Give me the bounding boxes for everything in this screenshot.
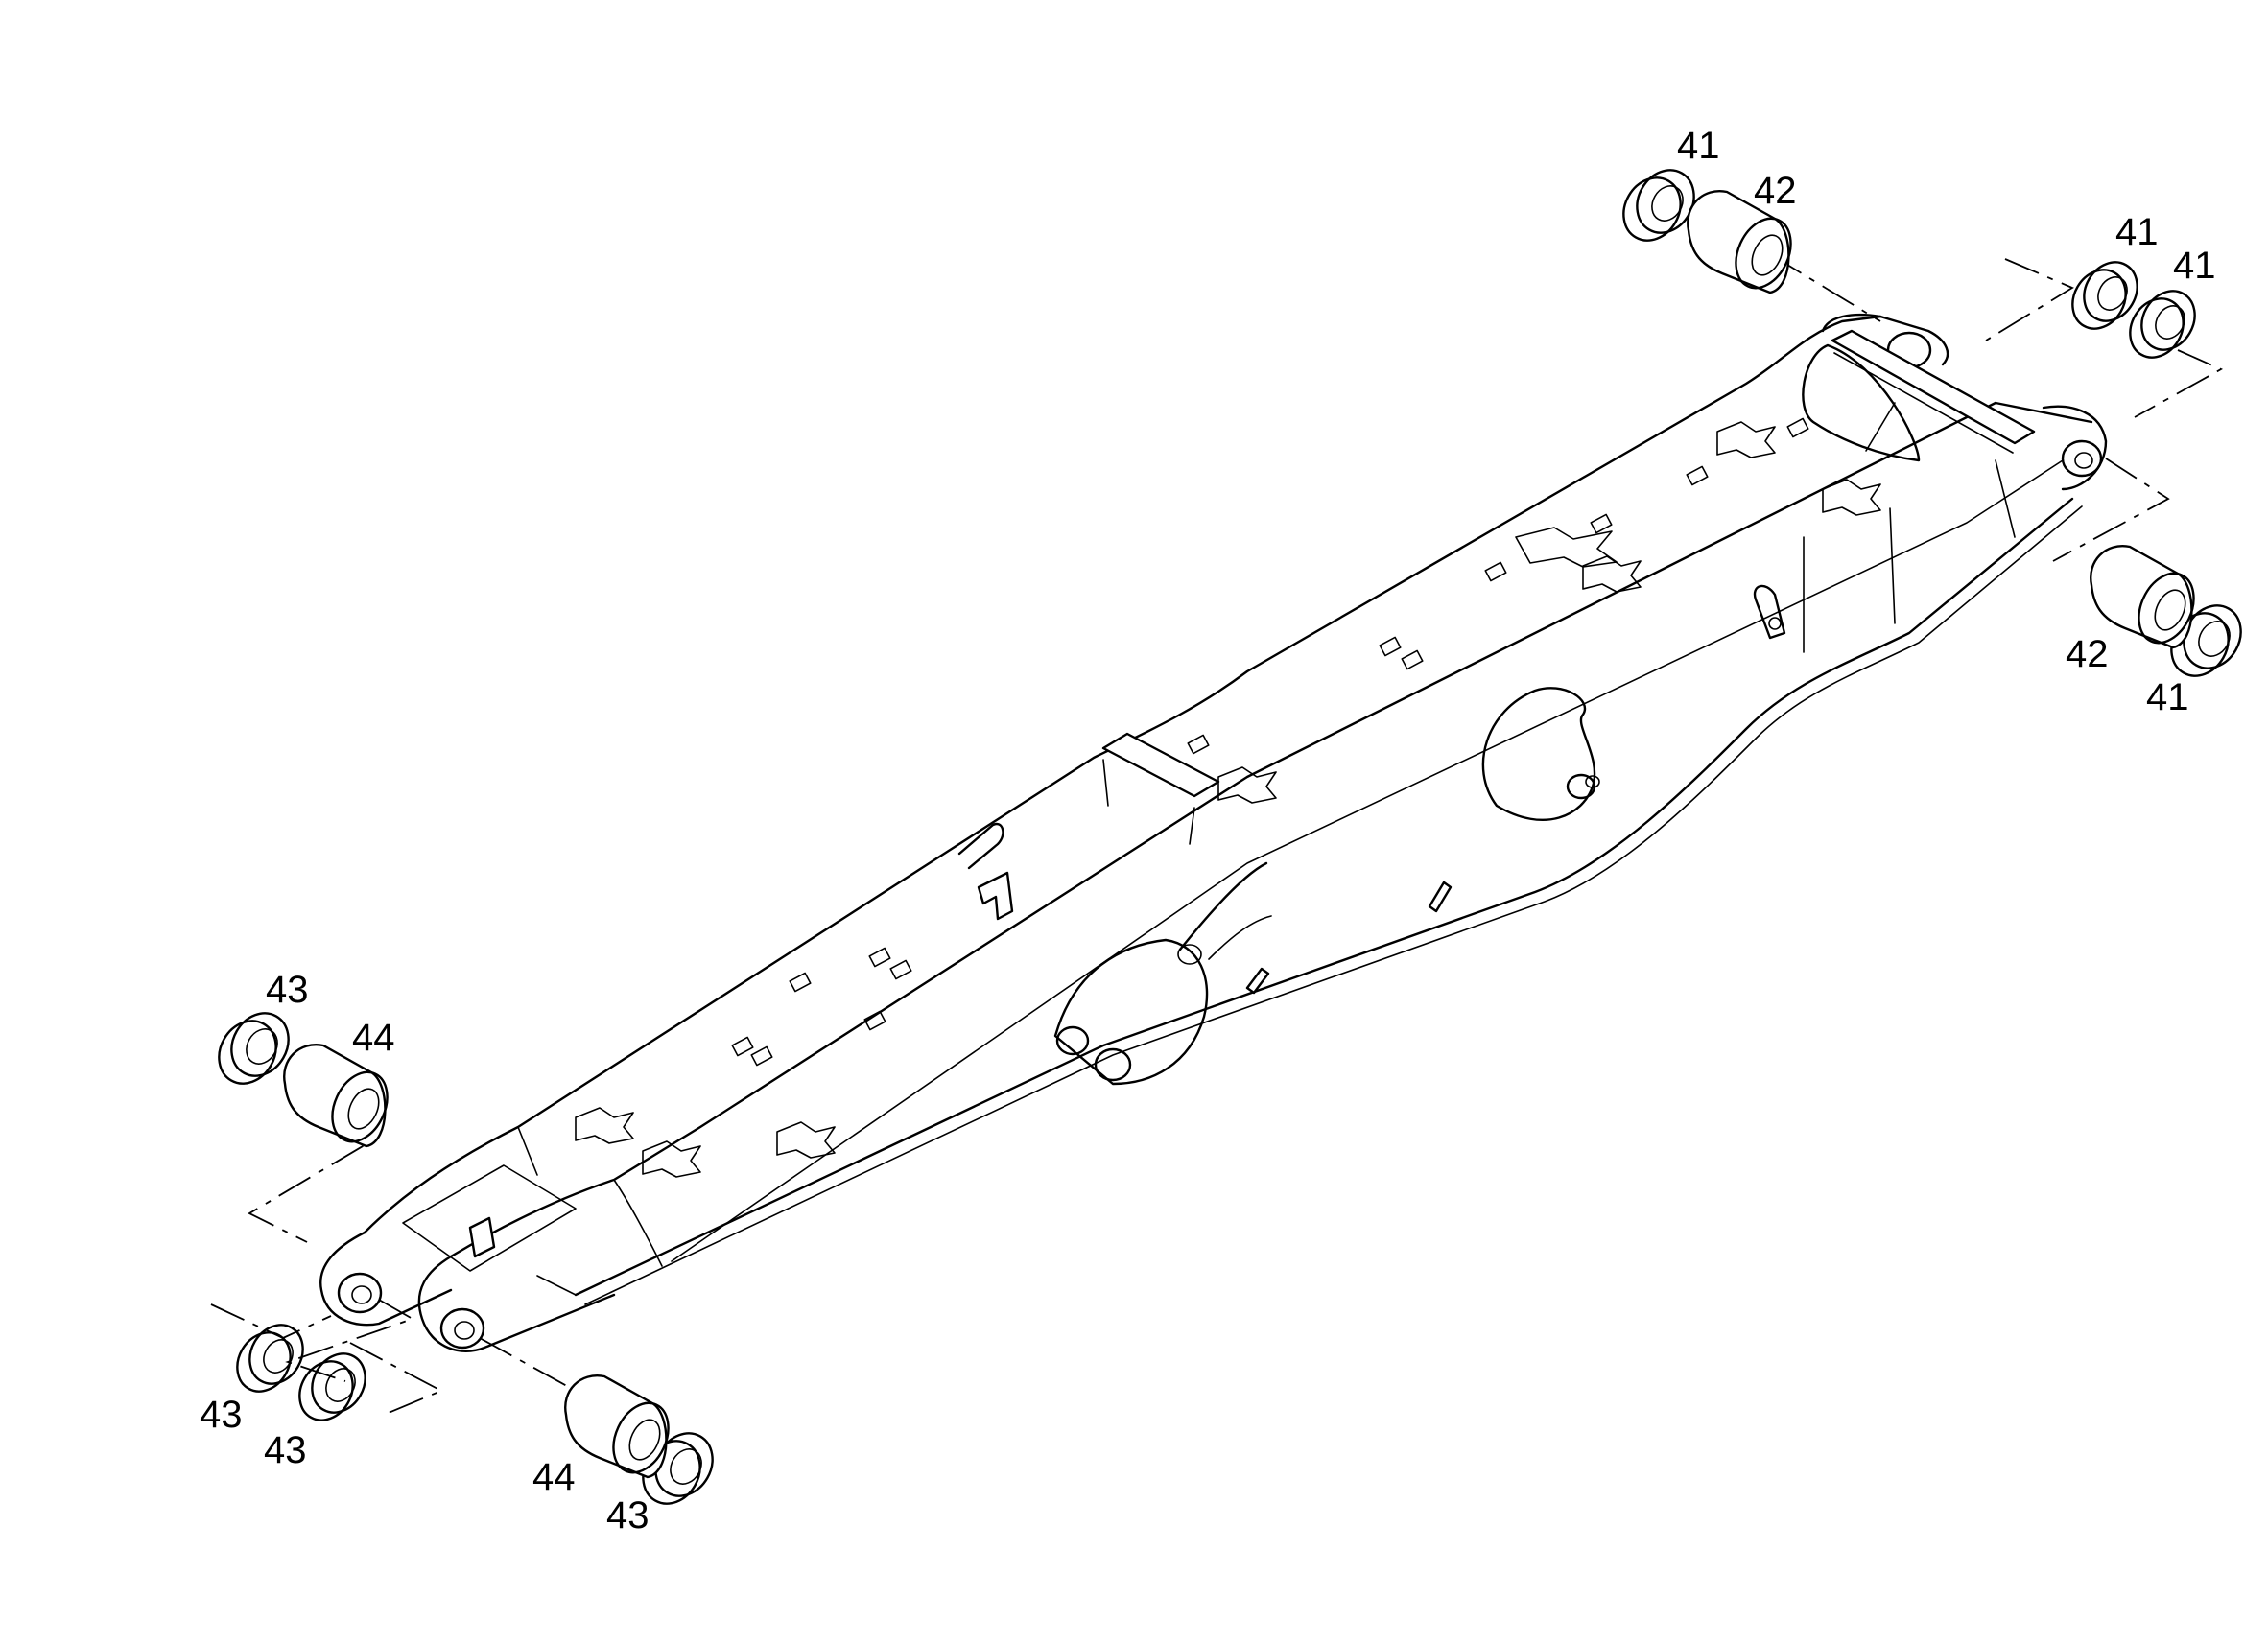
bearing-rings <box>218 169 2242 1505</box>
top-clips <box>731 417 1809 1067</box>
bushing-42-top <box>1687 190 1792 294</box>
bushing-44-left <box>283 1044 389 1148</box>
callout-41-lower-right: 41 <box>2146 676 2189 718</box>
callout-41-right-b: 41 <box>2173 245 2216 287</box>
ring-43-lower-b <box>298 1352 366 1421</box>
mounting-pads <box>575 421 1881 1178</box>
callout-43-upper-left: 43 <box>266 969 309 1011</box>
bushing-42-lower-right <box>2090 545 2195 649</box>
bushings <box>283 190 2195 1479</box>
bushing-44-bottom <box>564 1374 670 1479</box>
callout-43-lower-b: 43 <box>264 1429 307 1471</box>
callout-43-bottom: 43 <box>606 1494 650 1537</box>
callout-labels: 41 42 41 41 42 41 43 44 43 43 44 43 <box>200 125 2216 1537</box>
callout-44-left: 44 <box>352 1017 395 1059</box>
ring-43-lower-a <box>236 1324 304 1393</box>
center-lines <box>210 253 2224 1416</box>
ring-41-right-a <box>2071 261 2138 330</box>
boom-arm <box>319 313 2108 1352</box>
callout-41-right-a: 41 <box>2115 211 2159 253</box>
callout-42-top: 42 <box>1754 170 1797 212</box>
callout-44-bottom: 44 <box>532 1456 576 1498</box>
callout-43-lower-a: 43 <box>200 1394 243 1436</box>
callout-41-top: 41 <box>1677 125 1720 167</box>
ring-41-right-b <box>2129 290 2196 359</box>
ring-43-upper-left <box>218 1012 290 1085</box>
callout-42-lower-right: 42 <box>2066 633 2109 675</box>
